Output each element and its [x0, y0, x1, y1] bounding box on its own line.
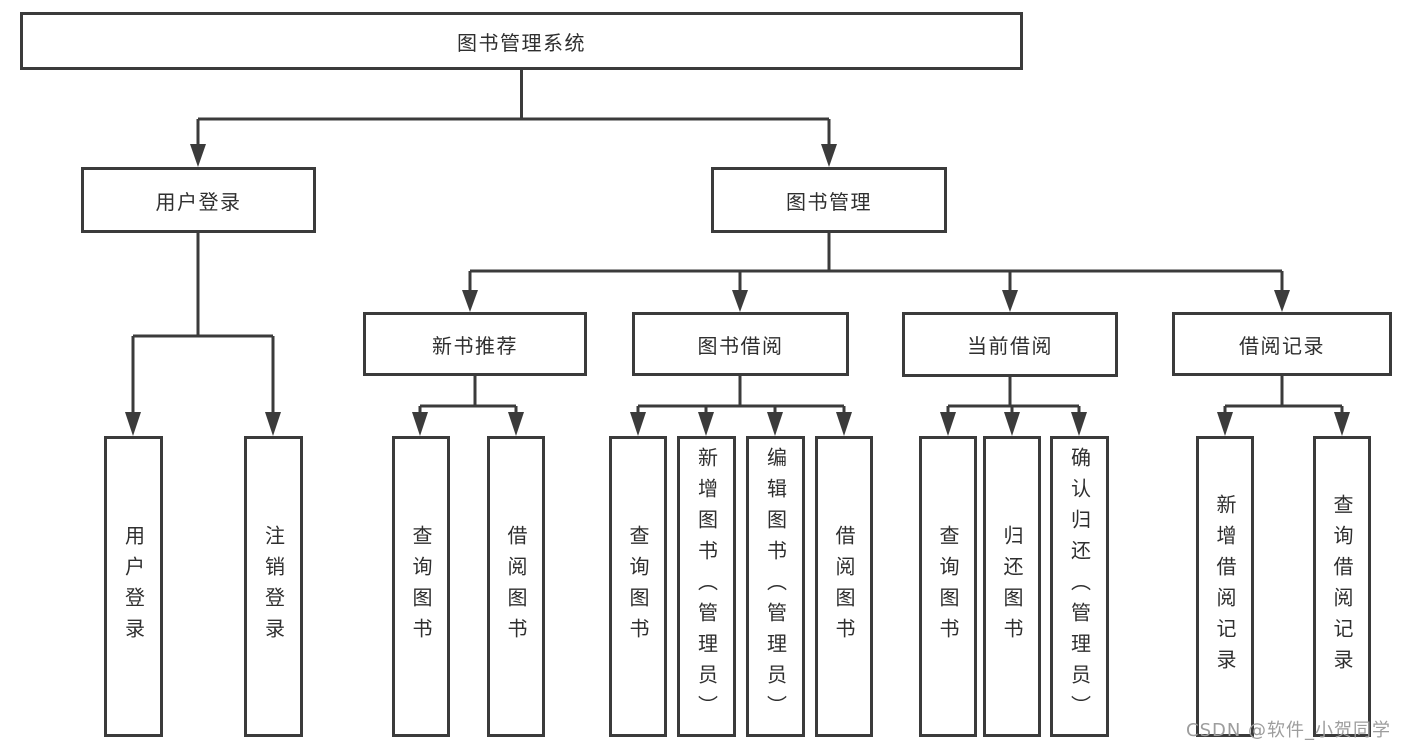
leaf-record-add-borrow-record: 新增借阅记录: [1196, 436, 1254, 737]
node-borrow-record: 借阅记录: [1172, 312, 1392, 376]
leaf-record-query-borrow-record: 查询借阅记录: [1313, 436, 1371, 737]
leaf-logout-login: 注销登录: [244, 436, 303, 737]
leaf-borrow-query-book: 查询图书: [609, 436, 667, 737]
leaf-current-confirm-return-admin: 确认归还（管理员）: [1050, 436, 1109, 737]
leaf-borrow-borrow-book: 借阅图书: [815, 436, 873, 737]
leaf-recommend-borrow-book: 借阅图书: [487, 436, 545, 737]
node-label: 确认归还（管理员）: [1067, 447, 1092, 726]
leaf-current-return-book: 归还图书: [983, 436, 1041, 737]
node-label: 新增图书（管理员）: [694, 447, 719, 726]
node-label: 用户登录: [155, 189, 242, 214]
leaf-current-query-book: 查询图书: [919, 436, 977, 737]
node-label: 新书推荐: [432, 333, 518, 358]
node-label: 注销登录: [261, 524, 286, 649]
node-user-login: 用户登录: [81, 167, 316, 233]
node-book-borrow: 图书借阅: [632, 312, 849, 376]
connector-book-management-to-children: [462, 232, 1290, 312]
node-new-book-recommend: 新书推荐: [363, 312, 587, 376]
leaf-user-login: 用户登录: [104, 436, 163, 737]
node-label: 借阅记录: [1239, 333, 1325, 358]
leaf-borrow-add-book-admin: 新增图书（管理员）: [677, 436, 736, 737]
node-label: 图书管理系统: [457, 30, 586, 55]
node-label: 图书借阅: [697, 333, 784, 358]
node-label: 当前借阅: [967, 334, 1053, 358]
node-label: 用户登录: [121, 524, 146, 649]
node-label: 查询借阅记录: [1330, 493, 1354, 680]
connector-user-login-to-children: [125, 232, 281, 436]
node-label: 新增借阅记录: [1213, 493, 1237, 680]
node-label: 借阅图书: [504, 524, 528, 649]
node-root-library-management-system: 图书管理系统: [20, 12, 1023, 70]
node-label: 归还图书: [1000, 524, 1024, 649]
connector-new-book-recommend-to-children: [412, 376, 524, 436]
connector-current-borrow-to-children: [940, 377, 1087, 436]
leaf-recommend-query-book: 查询图书: [392, 436, 450, 737]
connector-book-borrow-to-children: [630, 376, 852, 436]
node-label: 查询图书: [626, 524, 650, 649]
node-label: 查询图书: [936, 524, 960, 649]
node-current-borrow: 当前借阅: [902, 312, 1118, 377]
connector-root-to-children: [190, 69, 837, 167]
connector-borrow-record-to-children: [1217, 376, 1350, 436]
node-book-management: 图书管理: [711, 167, 947, 233]
leaf-borrow-edit-book-admin: 编辑图书（管理员）: [746, 436, 805, 737]
node-label: 图书管理: [786, 189, 872, 214]
node-label: 借阅图书: [832, 524, 856, 649]
node-label: 查询图书: [409, 524, 433, 649]
node-label: 编辑图书（管理员）: [763, 447, 788, 726]
